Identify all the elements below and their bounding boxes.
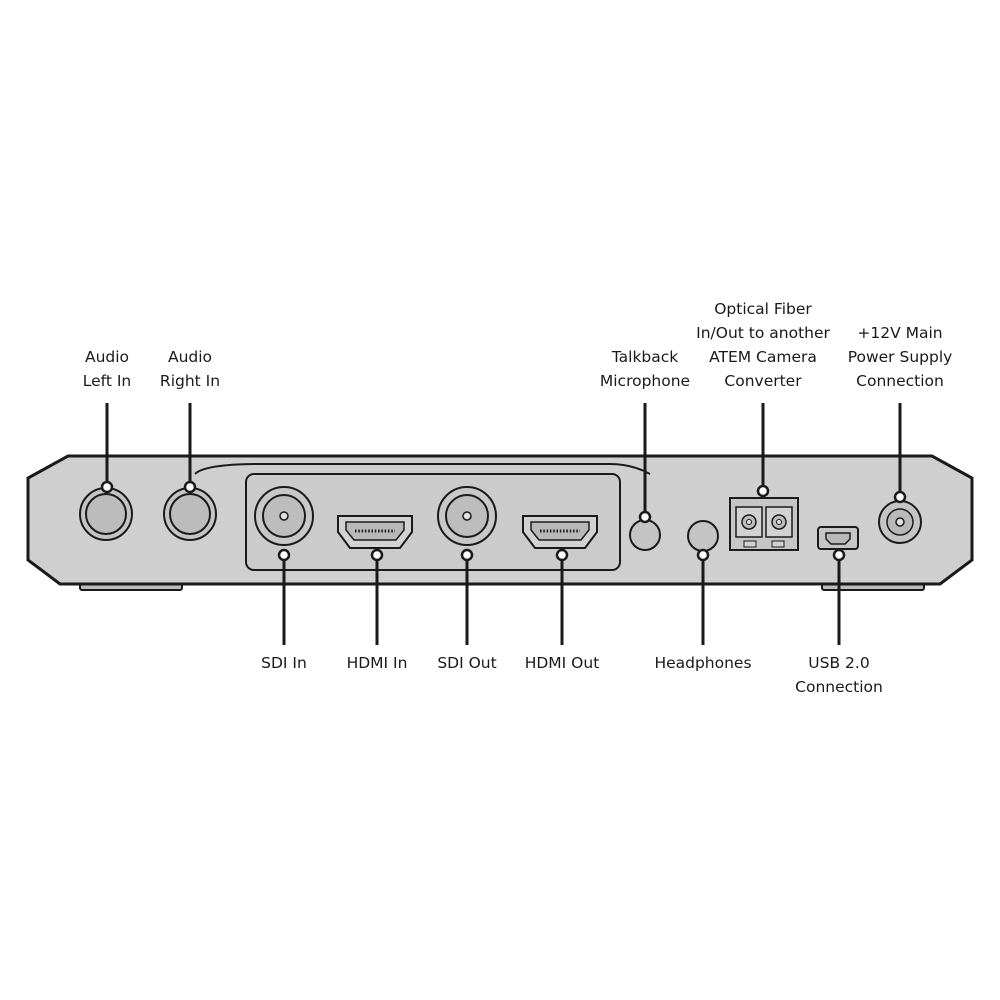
optical-fiber-connector bbox=[729, 497, 799, 551]
label-sdi-out: SDI Out bbox=[417, 651, 517, 675]
label-line: Right In bbox=[159, 372, 221, 390]
label-usb: USB 2.0 Connection bbox=[779, 651, 899, 699]
label-sdi-in: SDI In bbox=[234, 651, 334, 675]
callout-leaders-bottom bbox=[277, 548, 846, 645]
label-talkback-microphone: Talkback Microphone bbox=[586, 345, 704, 393]
hdmi-out-port bbox=[522, 515, 598, 549]
label-optical-fiber: Optical Fiber In/Out to another ATEM Cam… bbox=[683, 297, 843, 393]
label-line: Power Supply bbox=[847, 348, 953, 366]
usb-port bbox=[817, 526, 859, 550]
label-line: Headphones bbox=[654, 654, 752, 672]
label-line: USB 2.0 bbox=[808, 654, 870, 672]
label-line: Left In bbox=[82, 372, 132, 390]
label-line: Audio bbox=[84, 348, 130, 366]
label-power-supply: +12V Main Power Supply Connection bbox=[835, 321, 965, 393]
talkback-microphone-jack bbox=[629, 519, 661, 551]
label-line: Converter bbox=[724, 372, 802, 390]
label-line: ATEM Camera bbox=[709, 348, 817, 366]
label-line: Talkback bbox=[611, 348, 679, 366]
headphones-jack bbox=[687, 520, 719, 552]
label-line: Connection bbox=[856, 372, 944, 390]
power-connector bbox=[878, 500, 922, 544]
sdi-out-bnc-port bbox=[437, 486, 497, 546]
label-audio-left-in: Audio Left In bbox=[58, 345, 156, 393]
label-line: HDMI In bbox=[346, 654, 408, 672]
sdi-in-bnc-port bbox=[254, 486, 314, 546]
label-line: +12V Main bbox=[857, 324, 943, 342]
label-line: Optical Fiber bbox=[714, 300, 812, 318]
audio-left-in-xlr-port bbox=[79, 487, 133, 541]
label-hdmi-in: HDMI In bbox=[327, 651, 427, 675]
label-line: HDMI Out bbox=[524, 654, 600, 672]
label-line: Microphone bbox=[599, 372, 691, 390]
label-line: In/Out to another bbox=[696, 324, 830, 342]
hdmi-in-port bbox=[337, 515, 413, 549]
label-headphones: Headphones bbox=[638, 651, 768, 675]
label-audio-right-in: Audio Right In bbox=[141, 345, 239, 393]
label-line: SDI In bbox=[261, 654, 307, 672]
device-body bbox=[26, 454, 974, 591]
label-line: SDI Out bbox=[437, 654, 497, 672]
label-line: Connection bbox=[795, 678, 883, 696]
audio-right-in-xlr-port bbox=[163, 487, 217, 541]
label-hdmi-out: HDMI Out bbox=[507, 651, 617, 675]
callout-leaders-top bbox=[100, 403, 907, 524]
label-line: Audio bbox=[167, 348, 213, 366]
